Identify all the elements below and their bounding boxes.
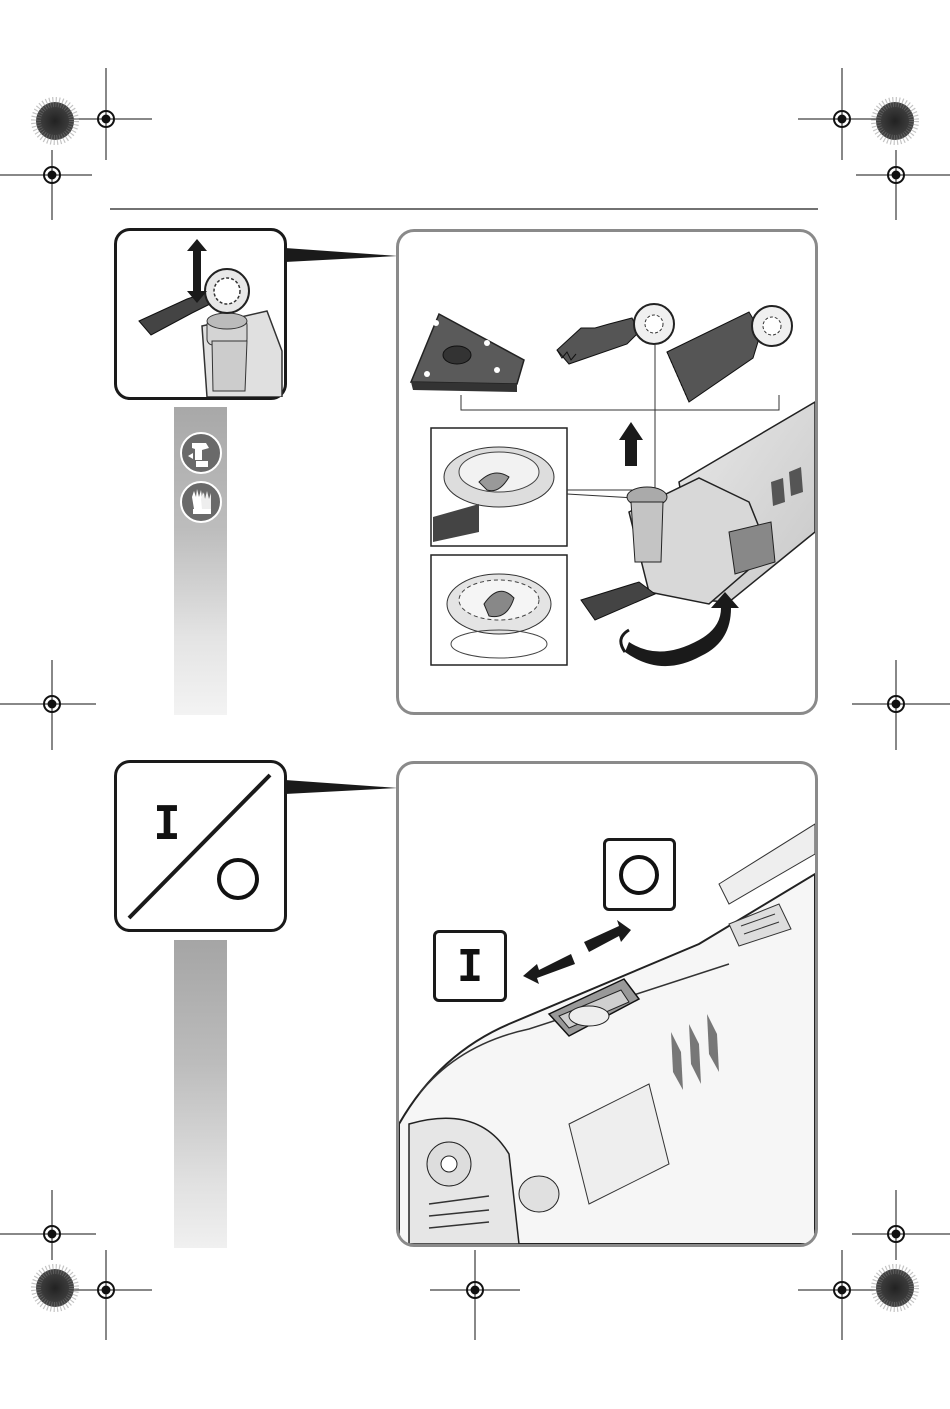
reg-mark-tr	[798, 68, 950, 220]
callout-wedge-2	[285, 780, 398, 794]
callout-wedge-1	[285, 248, 398, 262]
wide-saw-blade	[667, 306, 792, 402]
step1-thumbnail-panel	[114, 228, 287, 400]
remove-battery-icon	[180, 432, 222, 474]
step1-detail-panel	[396, 229, 818, 715]
step2-side-strip	[174, 940, 227, 1248]
rosette-br	[876, 1269, 914, 1307]
reg-mark-br	[798, 1190, 950, 1340]
step2-detail-panel	[396, 761, 818, 1247]
off-circle-icon	[621, 857, 657, 893]
sanding-pad	[411, 314, 524, 392]
blade-change-thumbnail	[117, 231, 284, 397]
inset-clamping-head	[431, 555, 567, 665]
arrow-on	[523, 954, 575, 984]
blade-change-illustration	[399, 232, 815, 712]
reg-mark-bc	[430, 1250, 520, 1340]
symbol-on: I	[153, 796, 181, 850]
label-on-text: I	[457, 941, 484, 992]
reg-mark-bl	[0, 1190, 152, 1340]
rosette-bl	[36, 1269, 74, 1307]
on-off-symbol: I	[117, 763, 284, 929]
switch-label-off	[603, 838, 676, 911]
symbol-off-circle	[219, 860, 257, 898]
rotate-arrow	[625, 592, 739, 666]
switch-label-on: I	[433, 930, 507, 1002]
switch-illustration	[399, 764, 815, 1244]
rosette-tr	[876, 102, 914, 140]
step2-thumbnail-panel: I	[114, 760, 287, 932]
wear-gloves-icon	[180, 481, 222, 523]
plunge-cut-blade	[557, 304, 674, 364]
reg-mark-tl	[0, 68, 152, 220]
inset-release-lever	[431, 428, 567, 546]
release-lever	[581, 582, 655, 620]
reg-mark-mr	[852, 660, 950, 750]
reg-mark-ml	[0, 660, 96, 750]
arrow-off	[584, 920, 631, 952]
rosette-tl	[36, 102, 74, 140]
